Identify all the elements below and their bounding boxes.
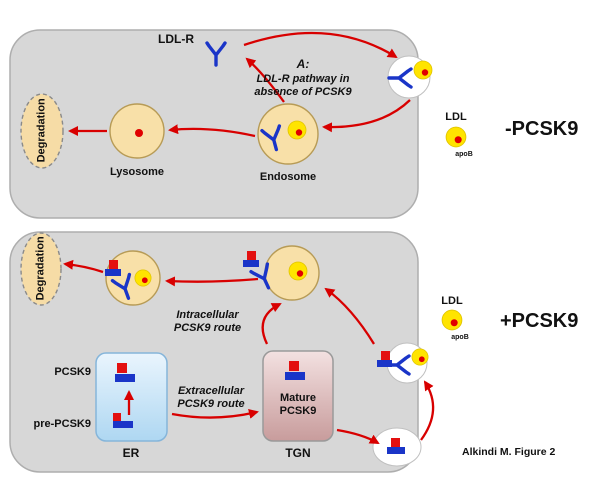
degradation-label-top: Degradation bbox=[35, 98, 48, 163]
arrow-vesicle-to-membrane bbox=[420, 380, 435, 441]
ldlr-label: LDL-R bbox=[158, 32, 194, 46]
intracellular-route-line1: Intracellular bbox=[176, 309, 239, 321]
pcsk9-domain-icon bbox=[105, 269, 121, 276]
pcsk9-domain-icon bbox=[117, 363, 127, 373]
ldl-particle-icon bbox=[445, 126, 467, 148]
mature-pcsk9-line1: Mature bbox=[279, 392, 317, 404]
pcsk9-domain-icon bbox=[381, 351, 390, 360]
pcsk9-domain-icon bbox=[285, 372, 305, 380]
apob-label-bottom: apoB bbox=[451, 334, 469, 341]
pre-pcsk9-domain-icon bbox=[113, 413, 121, 421]
pcsk9-domain-icon bbox=[247, 251, 256, 260]
arrow-ldlr-to-membrane bbox=[243, 31, 398, 59]
ldl-particle-icon bbox=[441, 309, 463, 331]
endosome-circle bbox=[257, 103, 319, 165]
arrow-membrane-to-sorting-endosome bbox=[324, 287, 375, 345]
annotation-a-line3: absence of PCSK9 bbox=[254, 86, 352, 98]
endosome-label: Endosome bbox=[259, 171, 317, 183]
ldl-particle-icon bbox=[288, 261, 308, 281]
annotation-a-line1: A: bbox=[296, 57, 310, 71]
pcsk9-domain-icon bbox=[387, 447, 405, 454]
degradation-label-bottom: Degradation bbox=[34, 236, 47, 301]
pcsk9-domain-icon bbox=[391, 438, 400, 447]
arrow-endosome-recycle-to-ldlr bbox=[245, 57, 285, 103]
endosome-with-complex-circle bbox=[105, 250, 161, 306]
top-panel bbox=[9, 29, 419, 219]
pre-pcsk9-domain-icon bbox=[113, 421, 133, 428]
lysosome-label: Lysosome bbox=[109, 166, 164, 178]
condition-minus-pcsk9: -PCSK9 bbox=[505, 118, 579, 140]
arrow-intracellular-route bbox=[261, 302, 282, 345]
lysosome-cargo-dot bbox=[135, 129, 143, 137]
figure-caption: Alkindi M. Figure 2 bbox=[462, 446, 556, 458]
extracellular-route-line1: Extracellular bbox=[177, 385, 245, 397]
arrow-er-to-tgn bbox=[171, 408, 259, 419]
tgn-label: TGN bbox=[285, 446, 311, 460]
tgn-box bbox=[262, 350, 334, 442]
intracellular-route-line2: PCSK9 route bbox=[173, 322, 242, 334]
ldl-label-bottom: LDL bbox=[441, 295, 463, 307]
ldl-particle-icon bbox=[134, 269, 152, 287]
ldl-label-top: LDL bbox=[445, 111, 467, 123]
arrow-sorting-to-endosome bbox=[165, 276, 259, 287]
arrow-endosome-to-degradation bbox=[63, 259, 104, 274]
ldl-particle-icon bbox=[411, 348, 429, 366]
arrow-membrane-to-endosome bbox=[322, 99, 411, 133]
arrow-endosome-to-lysosome bbox=[168, 124, 256, 138]
ldl-particle-icon bbox=[287, 120, 307, 140]
pcsk9-domain-icon bbox=[109, 260, 118, 269]
mature-pcsk9-line2: PCSK9 bbox=[279, 405, 317, 417]
pcsk9-domain-icon bbox=[377, 360, 392, 367]
degradation-ellipse-bottom bbox=[20, 232, 62, 306]
extracellular-route-line2: PCSK9 route bbox=[177, 398, 245, 410]
condition-plus-pcsk9: +PCSK9 bbox=[500, 310, 579, 332]
pcsk9-domain-icon bbox=[243, 260, 259, 267]
degradation-ellipse-top bbox=[20, 93, 64, 169]
pcsk9-domain-icon bbox=[115, 374, 135, 382]
ldl-particle-icon bbox=[413, 60, 433, 80]
pre-pcsk9-label: pre-PCSK9 bbox=[33, 418, 91, 430]
apob-label-top: apoB bbox=[455, 151, 473, 158]
arrow-tgn-to-vesicle bbox=[336, 428, 380, 445]
pcsk9-domain-icon bbox=[289, 361, 299, 371]
pcsk9-label: PCSK9 bbox=[54, 366, 91, 378]
er-label: ER bbox=[122, 446, 140, 460]
bottom-panel bbox=[9, 231, 419, 473]
annotation-a-line2: LDL-R pathway in bbox=[256, 73, 350, 85]
